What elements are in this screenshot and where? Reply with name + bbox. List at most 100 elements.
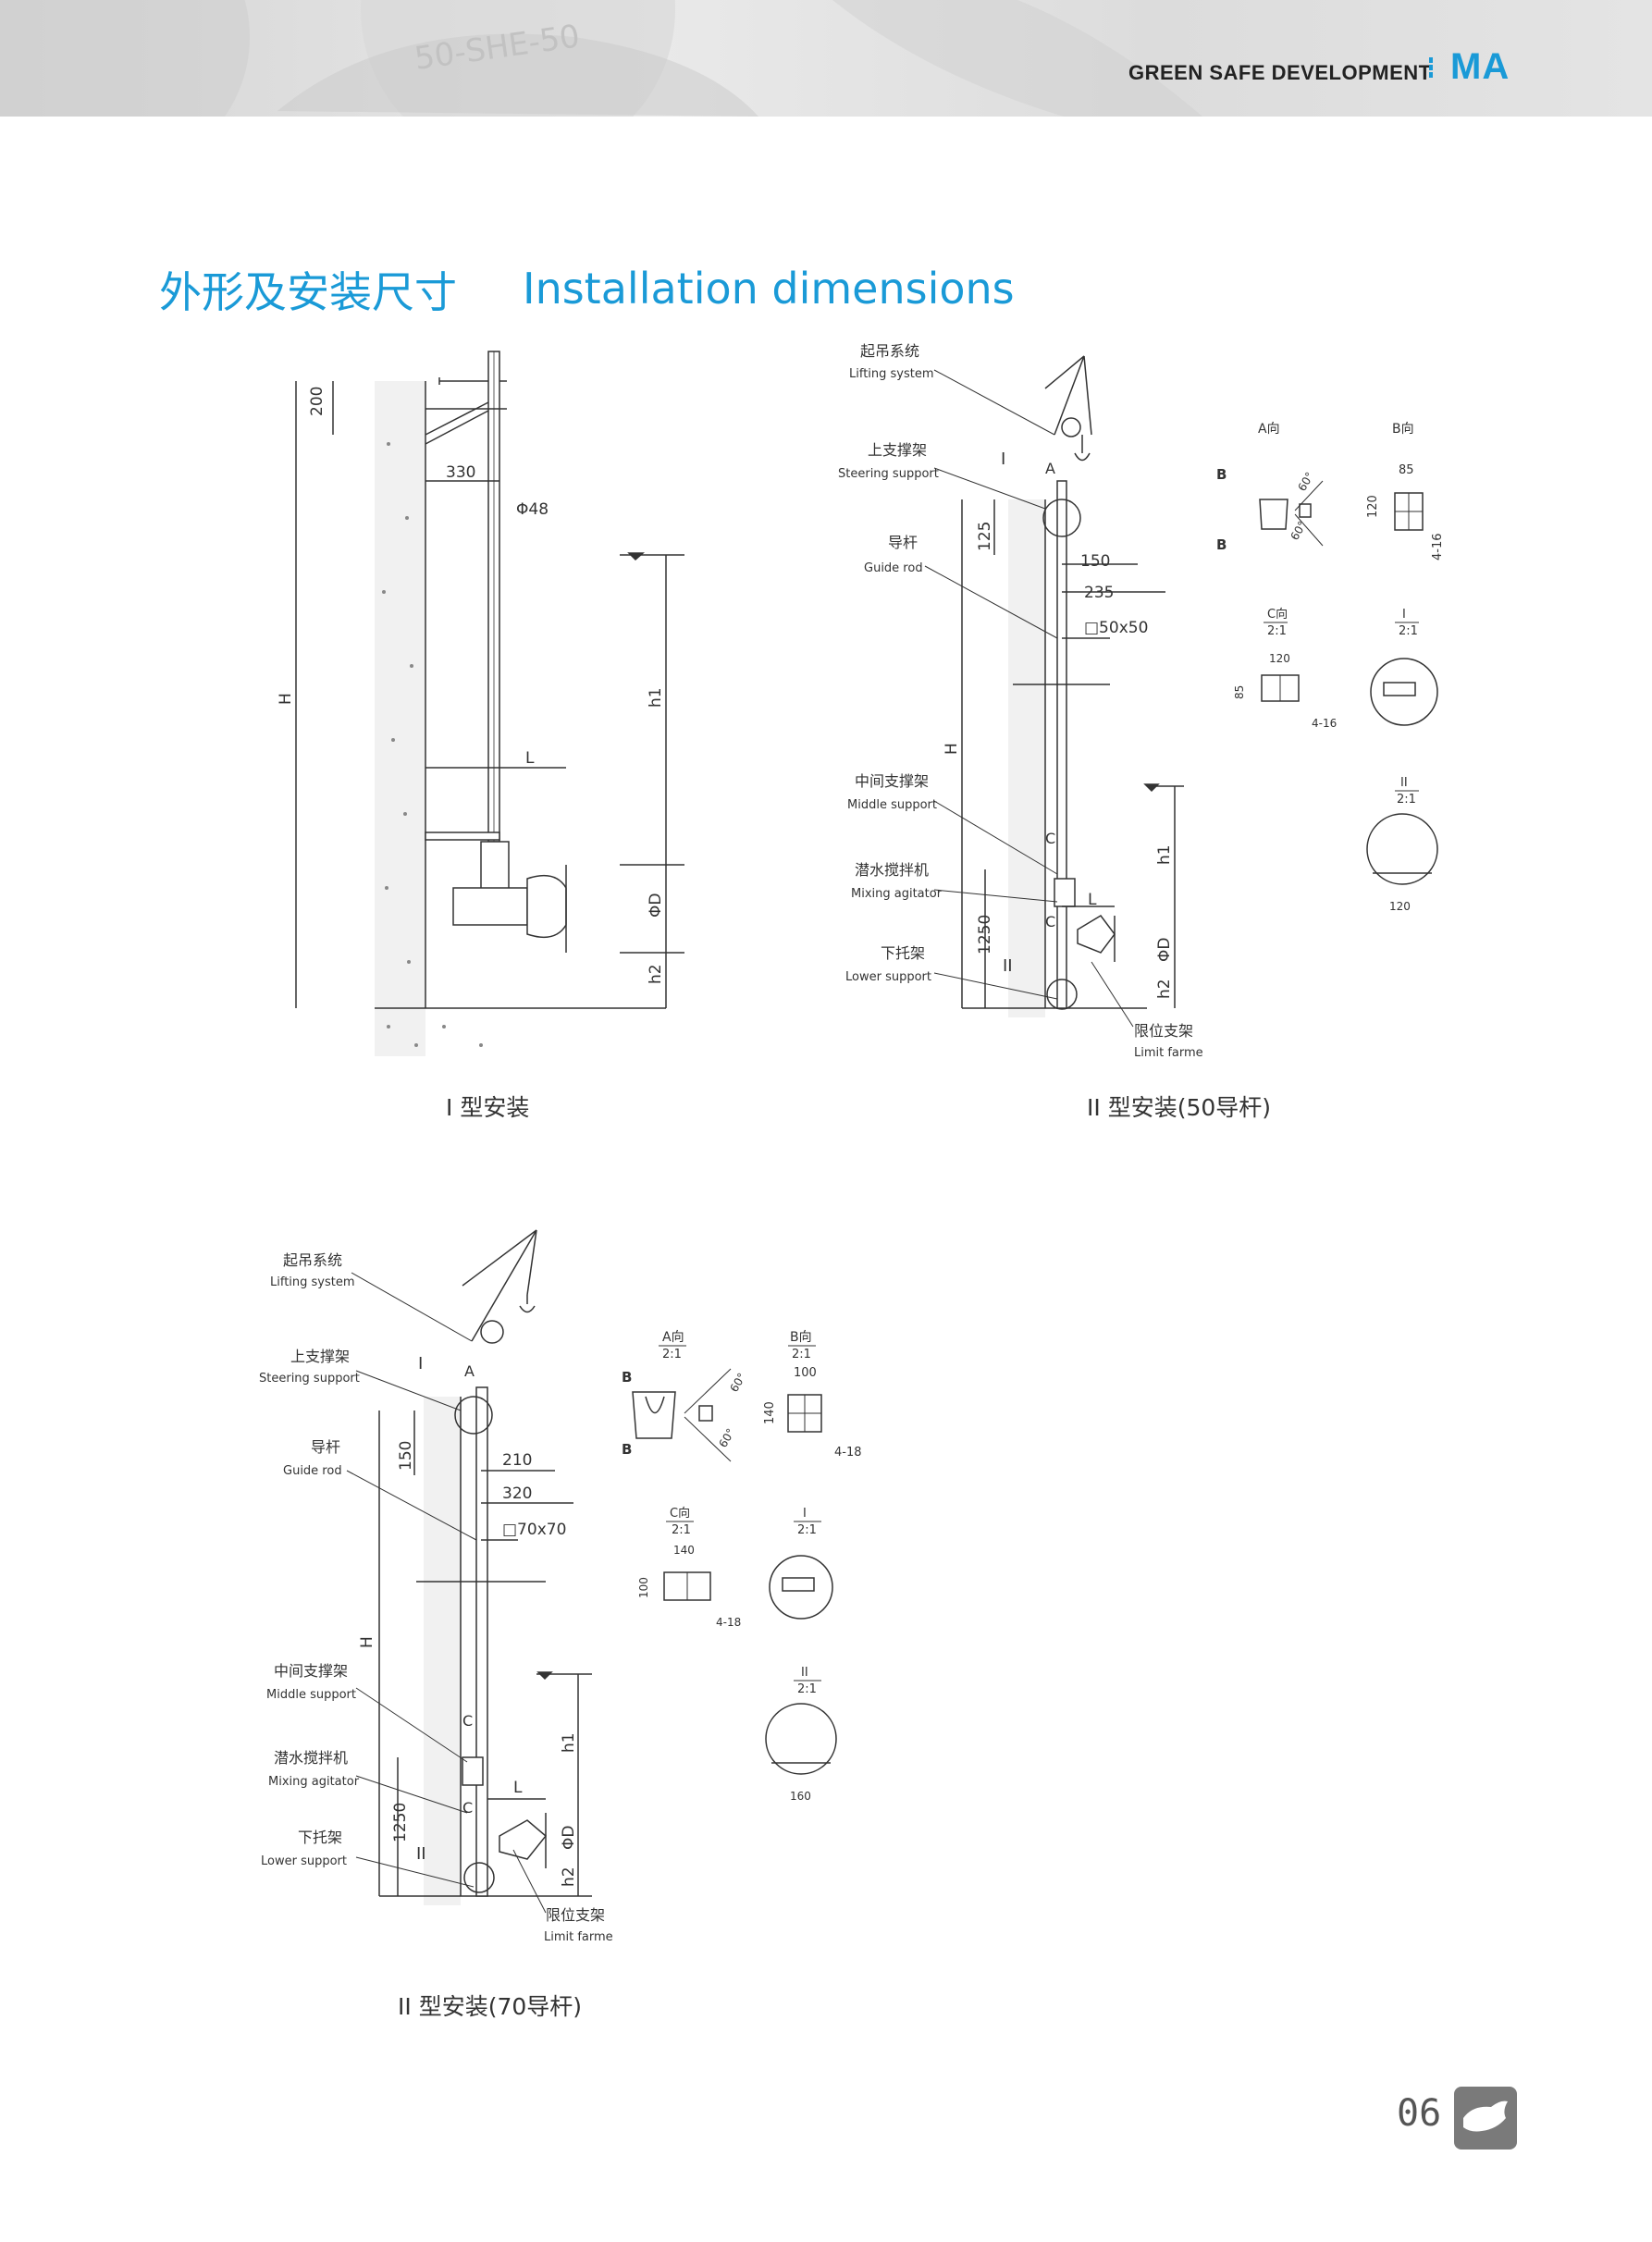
dim2-235: 235 xyxy=(1084,584,1114,602)
detail3-i-view: I xyxy=(803,1507,807,1521)
detail2-c-view: C向 xyxy=(1267,607,1288,622)
dim2-A: A xyxy=(1045,460,1055,477)
detail2-i-view: I xyxy=(1402,608,1406,622)
dim3-C2: C xyxy=(462,1799,473,1817)
dim-330: 330 xyxy=(446,463,475,482)
detail2-angle2: 60° xyxy=(1288,519,1309,542)
detail2-b-view: B向 xyxy=(1392,422,1414,437)
detail2-ii-scale: 2:1 xyxy=(1397,793,1416,807)
dim3-C1: C xyxy=(462,1712,473,1730)
caption-type2-70: II 型安装(70导杆) xyxy=(398,1993,583,2020)
dim2-1250: 1250 xyxy=(976,915,994,955)
dim3-L: L xyxy=(513,1779,523,1797)
dim3-A: A xyxy=(464,1362,475,1380)
label2-mixer-en: Mixing agitator xyxy=(851,887,943,901)
detail2-c85: 85 xyxy=(1233,685,1246,699)
dim3-square: □70x70 xyxy=(502,1521,566,1539)
brand-logo: MA xyxy=(1450,46,1510,87)
dim-200: 200 xyxy=(308,387,327,416)
detail2-b85: 85 xyxy=(1399,463,1414,477)
dim-D: ΦD xyxy=(647,893,665,918)
detail3-c100: 100 xyxy=(637,1577,650,1598)
caption-type1: I 型安装 xyxy=(446,1094,530,1121)
dim-h1: h1 xyxy=(647,687,665,708)
label2-guide-cn: 导杆 xyxy=(888,534,918,551)
detail3-ii-view: II xyxy=(801,1666,808,1680)
dim-h2: h2 xyxy=(647,964,665,984)
detail2-i-scale: 2:1 xyxy=(1399,624,1418,638)
dim3-D: ΦD xyxy=(560,1826,578,1850)
detail3-b100: 100 xyxy=(794,1366,817,1380)
dim-H: H xyxy=(277,693,295,705)
detail3-b140: 140 xyxy=(763,1401,777,1424)
label3-lifting-cn: 起吊系统 xyxy=(283,1251,342,1269)
detail2-c416: 4-16 xyxy=(1312,717,1337,730)
detail3-c-scale: 2:1 xyxy=(672,1523,691,1537)
caption-type2-50: II 型安装(50导杆) xyxy=(1087,1094,1272,1121)
label3-lifting-en: Lifting system xyxy=(270,1275,355,1289)
brand-separator xyxy=(1429,57,1435,85)
dim2-D: ΦD xyxy=(1155,938,1174,962)
dim2-h1: h1 xyxy=(1155,844,1174,865)
figure-type2-70: 150 210 320 □70x70 H h1 L ΦD h2 1250 I I… xyxy=(259,1229,862,1944)
dim2-h2: h2 xyxy=(1155,979,1174,999)
label2-mixer-cn: 潜水搅拌机 xyxy=(855,861,929,879)
detail2-b1: B xyxy=(1216,466,1227,483)
detail2-ii-view: II xyxy=(1400,776,1408,790)
dim2-125: 125 xyxy=(976,522,994,551)
detail3-b-scale: 2:1 xyxy=(792,1348,811,1361)
label3-mixer-en: Mixing agitator xyxy=(268,1775,360,1789)
detail3-i-scale: 2:1 xyxy=(797,1523,817,1537)
header-band: 50-SHE-50 GREEN SAFE DEVELOPMENT MA xyxy=(0,0,1652,117)
dim3-320: 320 xyxy=(502,1484,532,1503)
company-logo-icon xyxy=(1454,2087,1517,2150)
label3-middle-cn: 中间支撑架 xyxy=(274,1662,348,1680)
label3-mixer-cn: 潜水搅拌机 xyxy=(274,1749,348,1767)
detail3-c418: 4-18 xyxy=(716,1616,741,1629)
label2-lower-cn: 下托架 xyxy=(881,944,925,962)
label3-lower-cn: 下托架 xyxy=(298,1829,342,1846)
dim-rod-diameter: Φ48 xyxy=(516,500,549,519)
label2-steering-en: Steering support xyxy=(838,467,939,481)
label2-lower-en: Lower support xyxy=(845,970,931,984)
detail2-angle1: 60° xyxy=(1295,470,1316,493)
detail3-angle1: 60° xyxy=(727,1371,748,1394)
label2-limit-en: Limit farme xyxy=(1134,1046,1203,1060)
detail2-c120: 120 xyxy=(1269,652,1290,665)
detail3-a-view: A向 xyxy=(662,1330,684,1345)
section-title-en: Installation dimensions xyxy=(523,264,1015,314)
dim3-150: 150 xyxy=(397,1441,415,1471)
dim2-L: L xyxy=(1088,891,1097,909)
label2-guide-en: Guide rod xyxy=(864,561,923,575)
dim3-I: I xyxy=(418,1354,423,1374)
label2-lifting-cn: 起吊系统 xyxy=(860,342,919,360)
dim-L: L xyxy=(525,749,535,768)
dim2-II: II xyxy=(1003,956,1013,976)
label3-steering-en: Steering support xyxy=(259,1372,360,1386)
detail2-b120: 120 xyxy=(1366,495,1380,518)
dim2-C1: C xyxy=(1045,830,1055,847)
dim3-h1: h1 xyxy=(560,1732,578,1753)
dim3-h2: h2 xyxy=(560,1866,578,1887)
detail3-b2: B xyxy=(622,1441,632,1458)
detail2-c-scale: 2:1 xyxy=(1267,624,1287,638)
dim3-H: H xyxy=(358,1636,376,1648)
label3-middle-en: Middle support xyxy=(266,1688,356,1702)
dim2-square: □50x50 xyxy=(1084,619,1148,637)
label3-limit-cn: 限位支架 xyxy=(546,1906,605,1924)
dim3-210: 210 xyxy=(502,1451,532,1470)
detail2-a-view: A向 xyxy=(1258,422,1280,437)
detail2-b416: 4-16 xyxy=(1431,533,1445,560)
detail2-b2: B xyxy=(1216,536,1227,553)
page-number: 06 xyxy=(1397,2092,1442,2135)
detail3-b418: 4-18 xyxy=(834,1446,862,1460)
label3-lower-en: Lower support xyxy=(261,1854,347,1868)
dim3-II: II xyxy=(416,1844,426,1864)
figure-type1: 200 330 Φ48 H h1 L ΦD h2 xyxy=(277,351,684,1056)
detail3-angle2: 60° xyxy=(716,1426,737,1449)
header-slogan: GREEN SAFE DEVELOPMENT xyxy=(1128,61,1432,84)
figure-type2-50: 125 150 235 □50x50 H h1 L ΦD h2 1250 I I… xyxy=(838,342,1445,1060)
detail3-b-view: B向 xyxy=(790,1330,812,1345)
label2-middle-en: Middle support xyxy=(847,798,937,812)
